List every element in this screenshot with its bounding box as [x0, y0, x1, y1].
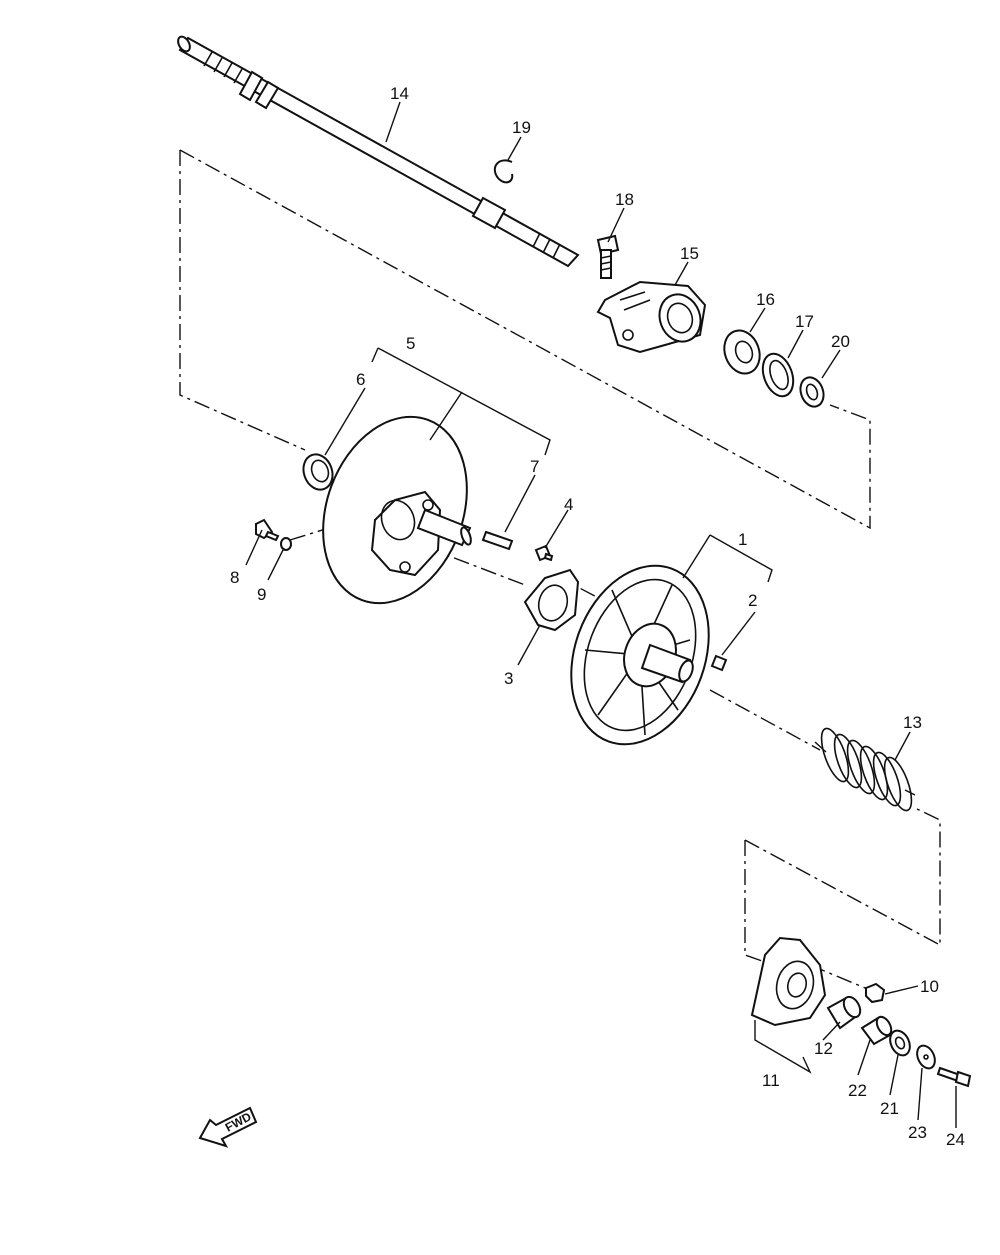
callout-11: 11: [762, 1071, 780, 1090]
part-11-cover: [750, 936, 827, 1027]
callout-1: 1: [738, 530, 747, 549]
part-1-movable-sheave: [570, 564, 710, 746]
leader-lines: [245, 101, 957, 1128]
callout-16: 16: [756, 290, 775, 309]
callout-17: 17: [795, 312, 814, 331]
callout-3: 3: [504, 669, 513, 688]
callout-23: 23: [908, 1123, 927, 1142]
part-3-plate: [523, 568, 580, 632]
part-23-washer: [916, 1044, 936, 1070]
part-9-washer: [280, 537, 292, 551]
callout-2: 2: [748, 591, 757, 610]
callout-18: 18: [615, 190, 634, 209]
part-4-screw: [534, 544, 554, 562]
part-21-washer: [889, 1029, 911, 1057]
part-10-nut: [865, 982, 886, 1004]
fwd-arrow-icon: FWD: [198, 1106, 258, 1148]
part-20-washer: [799, 376, 825, 408]
callout-5: 5: [406, 334, 415, 353]
callout-14: 14: [390, 84, 409, 103]
part-15-bearing-housing: [596, 280, 707, 354]
part-7-pin: [481, 530, 514, 551]
part-17-circlip: [761, 352, 795, 398]
callout-6: 6: [356, 370, 365, 389]
part-12-bushing: [826, 995, 862, 1030]
callout-8: 8: [230, 568, 239, 587]
callout-10: 10: [920, 977, 939, 996]
part-6-bushing: [302, 453, 334, 491]
part-19-clip: [493, 159, 514, 184]
part-5-fixed-sheave: [322, 415, 472, 605]
part-24-bolt: [936, 1066, 972, 1088]
part-14-shaft: [177, 35, 580, 268]
callout-9: 9: [257, 585, 266, 604]
callout-24: 24: [946, 1130, 965, 1149]
callout-19: 19: [512, 118, 531, 137]
callout-22: 22: [848, 1081, 867, 1100]
callout-15: 15: [680, 244, 699, 263]
part-13-spring: [814, 727, 916, 812]
part-2-screw: [710, 654, 728, 672]
callout-numbers: 1 2 3 4 5 6 7 8 9 10 11 12 13 14 15 16 1…: [230, 84, 965, 1149]
callout-20: 20: [831, 332, 850, 351]
callout-4: 4: [564, 495, 573, 514]
assembly-axis-lines: [179, 149, 941, 991]
callout-13: 13: [903, 713, 922, 732]
callout-21: 21: [880, 1099, 899, 1118]
part-18-bolt: [596, 234, 620, 279]
callout-7: 7: [530, 457, 539, 476]
callout-12: 12: [814, 1039, 833, 1058]
part-16-bearing: [723, 329, 761, 375]
